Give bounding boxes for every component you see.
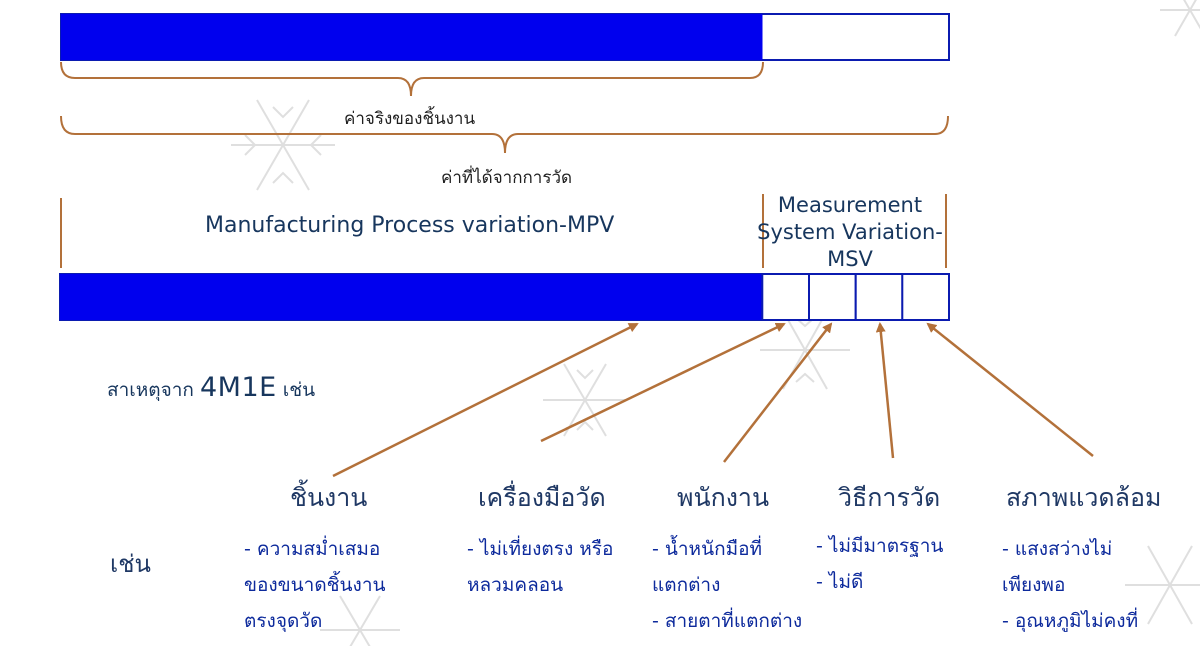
cause-line: สาเหตุจาก 4M1E เช่น bbox=[107, 372, 315, 405]
list-item: - ไม่เที่ยงตรง หรือ bbox=[467, 538, 614, 560]
cause-prefix: สาเหตุจาก bbox=[107, 379, 194, 401]
arrow-workpiece bbox=[332, 322, 639, 478]
top-bar-filled bbox=[61, 14, 763, 60]
list-item: - น้ำหนักมือที่ bbox=[652, 538, 763, 560]
items-operator: - น้ำหนักมือที่ แตกต่าง - สายตาที่แตกต่า… bbox=[652, 531, 802, 639]
cause-suffix: เช่น bbox=[282, 379, 316, 401]
mpv-label: Manufacturing Process variation-MPV bbox=[205, 213, 615, 238]
items-method: - ไม่มีมาตรฐาน - ไม่ดี bbox=[816, 528, 943, 600]
list-item: หลวมคลอน bbox=[467, 574, 564, 596]
list-item: ตรงจุดวัด bbox=[244, 610, 323, 632]
measured-value-label: ค่าที่ได้จากการวัด bbox=[441, 168, 573, 188]
arrow-environment bbox=[926, 322, 1094, 457]
category-title-method: วิธีการวัด bbox=[838, 483, 941, 512]
example-label: เช่น bbox=[110, 550, 151, 578]
snowflake-watermark-icon bbox=[231, 0, 1200, 646]
list-item: - แสงสว่างไม่ bbox=[1002, 538, 1113, 560]
bottom-bar-filled bbox=[60, 274, 763, 320]
list-item: - ความสม่ำเสมอ bbox=[244, 538, 381, 560]
items-workpiece: - ความสม่ำเสมอ ของขนาดชิ้นงาน ตรงจุดวัด bbox=[244, 531, 385, 639]
list-item: - ไม่มีมาตรฐาน bbox=[816, 535, 944, 557]
msv-boxes bbox=[761, 273, 950, 321]
brace-true-value bbox=[60, 61, 764, 97]
category-title-workpiece: ชิ้นงาน bbox=[290, 483, 368, 512]
list-item: เพียงพอ bbox=[1002, 574, 1066, 596]
msv-box bbox=[808, 273, 857, 321]
msv-box bbox=[761, 273, 810, 321]
list-item: - ไม่ดี bbox=[816, 571, 864, 593]
arrow-method bbox=[875, 322, 895, 459]
brace-measured-value bbox=[60, 115, 949, 154]
true-value-label: ค่าจริงของชิ้นงาน bbox=[344, 109, 476, 129]
category-title-operator: พนักงาน bbox=[677, 483, 770, 512]
items-instrument: - ไม่เที่ยงตรง หรือ หลวมคลอน bbox=[467, 531, 613, 603]
arrow-instrument bbox=[540, 322, 786, 443]
list-item: ของขนาดชิ้นงาน bbox=[244, 574, 386, 596]
cause-code: 4M1E bbox=[199, 372, 277, 403]
list-item: แตกต่าง bbox=[652, 574, 721, 596]
arrow-operator bbox=[723, 322, 833, 463]
list-item: - อุณหภูมิไม่คงที่ bbox=[1002, 610, 1139, 632]
items-environment: - แสงสว่างไม่ เพียงพอ - อุณหภูมิไม่คงที่ bbox=[1002, 531, 1138, 639]
category-title-instrument: เครื่องมือวัด bbox=[478, 483, 606, 512]
msv-box bbox=[854, 273, 904, 321]
msv-label: Measurement System Variation-MSV bbox=[757, 193, 943, 271]
msv-box bbox=[901, 273, 950, 321]
category-title-environment: สภาพแวดล้อม bbox=[1006, 483, 1162, 512]
list-item: - สายตาที่แตกต่าง bbox=[652, 610, 803, 632]
